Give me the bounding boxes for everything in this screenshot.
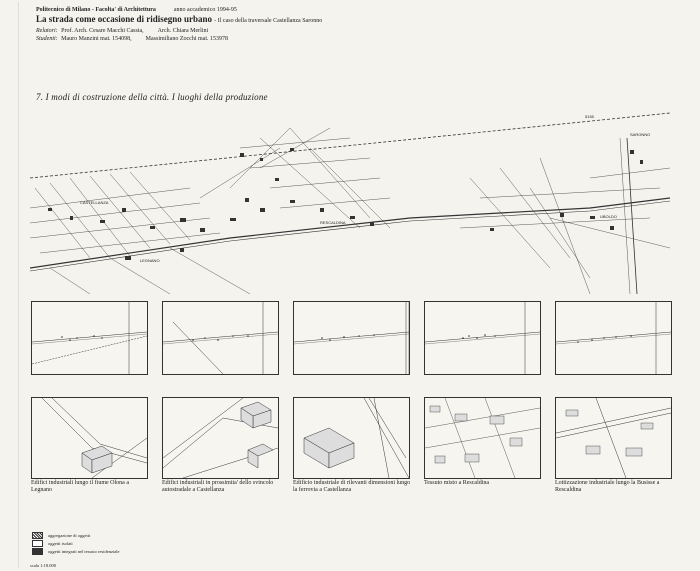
legend: aggregazione di oggetti oggetti isolati …: [32, 532, 119, 556]
thesis-subtitle: - Il caso della traversale Castellanza S…: [214, 18, 323, 24]
site-map: CASTELLANZA LEGNANO RESCALDINA SARONNO U…: [30, 112, 670, 294]
axon-panel-5: [555, 397, 672, 479]
caption-1: Edifici industriali lungo il fiume Olona…: [31, 480, 129, 493]
axon-panel-3: [293, 397, 410, 479]
sheet-border: [18, 2, 697, 568]
mini-map-4: [424, 301, 541, 375]
legend-item: oggetti integrati nel tessuto residenzia…: [32, 548, 119, 556]
axon-panel-1: [31, 397, 148, 479]
relatori-line: Relatori: Prof. Arch. Cesare Macchi Cass…: [36, 28, 209, 34]
caption-3: Edificio industriale di rilevanti dimens…: [293, 480, 411, 493]
axon-panel-4: [424, 397, 541, 479]
thesis-title: La strada come occasione di ridisegno ur…: [36, 14, 323, 24]
legend-item: aggregazione di oggetti: [32, 532, 119, 540]
caption-2: Edifici industriali in prossimita' dello…: [162, 480, 274, 493]
academic-year: anno accademico 1994-95: [173, 7, 237, 13]
scale-label: scala 1:18.000: [30, 563, 56, 568]
legend-item: oggetti isolati: [32, 540, 119, 548]
mini-map-3: [293, 301, 410, 375]
map-label-uboldo: UBOLDO: [600, 214, 617, 219]
map-label-saronno: SARONNO: [630, 132, 650, 137]
mini-map-2: [162, 301, 279, 375]
mini-map-5: [555, 301, 672, 375]
map-label-legnano: LEGNANO: [140, 258, 160, 263]
header-block: Politecnico di Milano - Facolta' di Arch…: [36, 6, 396, 43]
axon-panel-2: [162, 397, 279, 479]
map-label-castellanza: CASTELLANZA: [80, 200, 109, 205]
map-label-number: 5155: [585, 114, 595, 119]
caption-5: Lottizzazione industriale lungo la Busis…: [555, 480, 660, 493]
section-title: 7. I modi di costruzione della città. I …: [36, 92, 268, 102]
map-label-rescaldina: RESCALDINA: [320, 220, 346, 225]
header-line1: Politecnico di Milano - Facolta' di Arch…: [36, 7, 237, 13]
studenti-line: Studenti: Mauro Manzini mat. 154098,Mass…: [36, 36, 228, 42]
mini-map-1: [31, 301, 148, 375]
caption-4: Tessuto misto a Rescaldina: [424, 480, 490, 486]
